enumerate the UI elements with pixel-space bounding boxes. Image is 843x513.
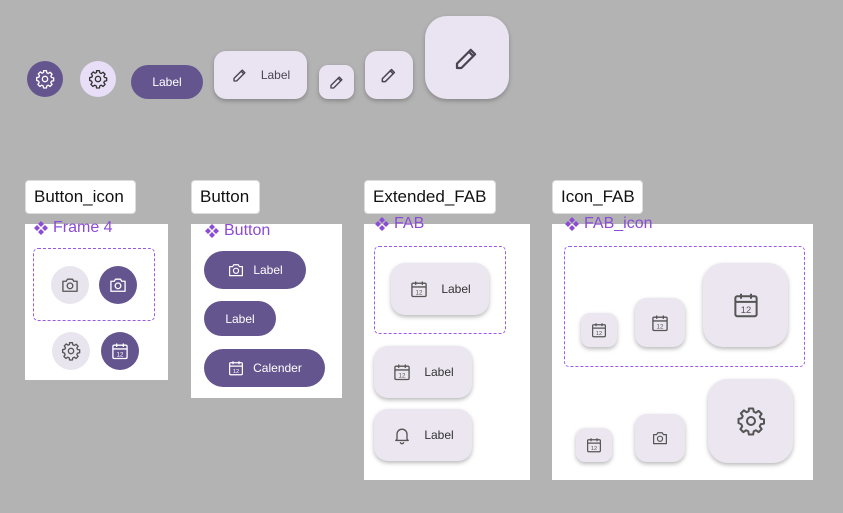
component-label-text: Frame 4: [53, 219, 113, 236]
extended-fab-label: Label: [260, 68, 291, 82]
calendar-icon: [392, 362, 412, 382]
fab-label: Label: [424, 365, 454, 379]
bell-icon: [392, 425, 412, 445]
camera-icon: [60, 275, 80, 295]
camera-icon-button-tonal[interactable]: [51, 266, 89, 304]
frame-tag-text: Button: [200, 187, 250, 206]
pencil-icon: [452, 43, 482, 73]
component-label-fab-icon: FAB_icon: [564, 214, 652, 234]
settings-icon-button-tonal-2[interactable]: [52, 332, 90, 370]
small-fab-calendar[interactable]: [581, 313, 617, 347]
button-label: Label: [253, 263, 283, 277]
small-fab-edit[interactable]: [319, 65, 354, 99]
gear-icon: [61, 341, 81, 361]
fab-calendar[interactable]: [635, 298, 685, 347]
component-label-frame4: Frame 4: [33, 218, 113, 238]
frame-tag-text: Extended_FAB: [373, 187, 487, 206]
calendar-icon: [650, 313, 670, 333]
component-label-fab: FAB: [374, 214, 424, 234]
calendar-icon: [585, 436, 603, 454]
settings-icon-button-filled[interactable]: [27, 61, 63, 97]
frame-tag-text: Button_icon: [34, 187, 124, 206]
component-icon: [564, 216, 580, 232]
camera-icon: [651, 429, 669, 447]
gear-icon: [35, 69, 55, 89]
frame-tag-button-icon: Button_icon: [25, 180, 136, 214]
calendar-icon: [590, 321, 608, 339]
button-icon-panel: [25, 224, 168, 380]
component-icon: [33, 220, 49, 236]
camera-label-button[interactable]: Label: [204, 251, 306, 289]
pencil-icon: [379, 65, 399, 85]
settings-icon-button-tonal[interactable]: [80, 61, 116, 97]
extended-fab-edit[interactable]: Label: [214, 51, 307, 99]
component-label-text: FAB_icon: [584, 215, 653, 232]
calendar-icon: [110, 341, 130, 361]
component-icon: [204, 223, 220, 239]
camera-icon: [227, 261, 245, 279]
button-icon-variant-frame: [33, 248, 155, 321]
pencil-icon: [231, 66, 249, 84]
label-button[interactable]: Label: [204, 301, 276, 336]
component-label-button: Button: [204, 221, 270, 241]
extended-fab-calendar-2[interactable]: Label: [374, 346, 472, 398]
small-fab-calendar-2[interactable]: [576, 428, 612, 462]
label-button-small[interactable]: Label: [131, 65, 203, 99]
camera-icon: [108, 275, 128, 295]
calendar-icon-button-filled[interactable]: [101, 332, 139, 370]
large-fab-calendar[interactable]: [703, 263, 788, 347]
frame-tag-icon-fab: Icon_FAB: [552, 180, 643, 214]
calendar-button[interactable]: Calender: [204, 349, 325, 387]
gear-icon: [736, 406, 766, 436]
calendar-icon: [409, 279, 429, 299]
fab-edit[interactable]: [365, 51, 413, 99]
large-fab-settings[interactable]: [708, 379, 793, 463]
large-fab-edit[interactable]: [425, 16, 509, 99]
button-label: Label: [225, 311, 255, 326]
fab-label: Label: [424, 428, 454, 442]
extended-fab-calendar[interactable]: Label: [391, 263, 489, 315]
label-button-text: Label: [152, 75, 182, 89]
component-label-text: FAB: [394, 215, 425, 232]
frame-tag-extended-fab: Extended_FAB: [364, 180, 496, 214]
frame-tag-text: Icon_FAB: [561, 187, 635, 206]
frame-tag-button: Button: [191, 180, 260, 214]
extended-fab-notification[interactable]: Label: [374, 409, 472, 461]
component-icon: [374, 216, 390, 232]
button-label: Calender: [253, 361, 302, 375]
extended-fab-variant-frame: [374, 246, 506, 334]
pencil-icon: [328, 73, 346, 91]
fab-label: Label: [441, 282, 471, 296]
component-label-text: Button: [224, 222, 271, 239]
calendar-icon: [731, 290, 761, 320]
gear-icon: [88, 69, 108, 89]
camera-icon-button-filled[interactable]: [99, 266, 137, 304]
calendar-icon: [227, 359, 245, 377]
icon-fab-variant-frame: [564, 246, 805, 367]
fab-camera[interactable]: [635, 414, 685, 462]
